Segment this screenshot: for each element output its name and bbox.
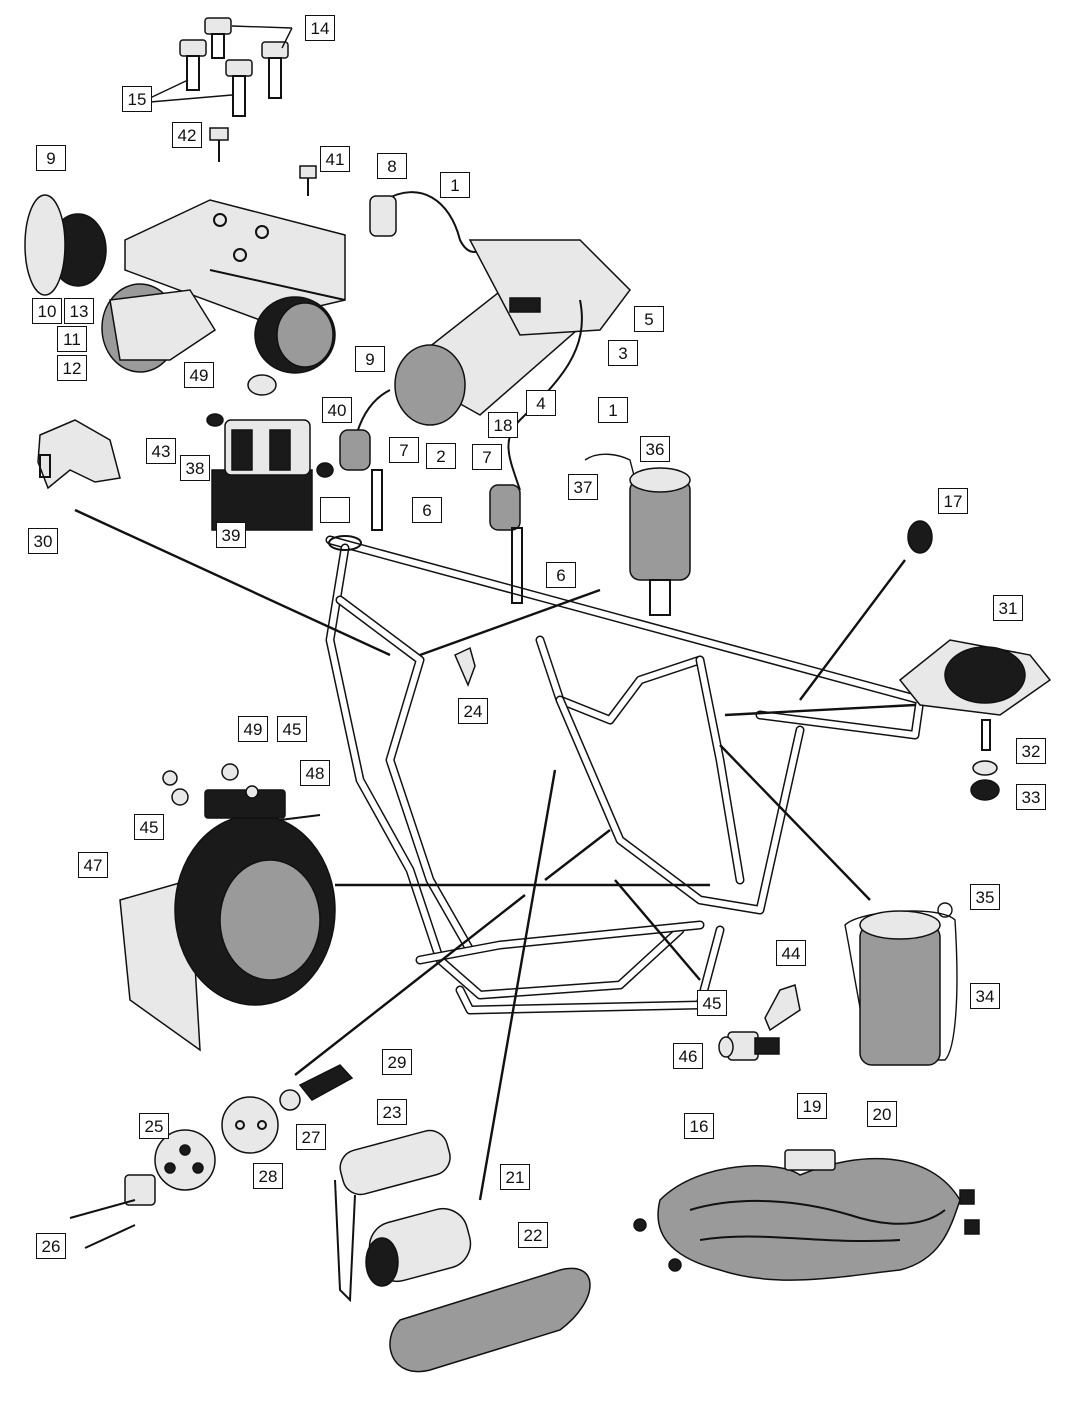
callout-19: 19 bbox=[797, 1093, 827, 1119]
callout-20: 20 bbox=[867, 1101, 897, 1127]
leader-lines bbox=[74, 508, 916, 1201]
callout-18: 18 bbox=[488, 412, 518, 438]
callout-9b: 9 bbox=[355, 346, 385, 372]
callout-7a: 7 bbox=[389, 437, 419, 463]
callout-3: 3 bbox=[608, 340, 638, 366]
ignition-coils bbox=[339, 191, 631, 604]
callout-6a: 6 bbox=[412, 497, 442, 523]
callout-27: 27 bbox=[296, 1124, 326, 1150]
horn bbox=[119, 763, 336, 1052]
callout-7b: 7 bbox=[472, 444, 502, 470]
callout-22: 22 bbox=[518, 1222, 548, 1248]
motorcycle-frame bbox=[325, 535, 925, 1015]
callout-39: 39 bbox=[216, 522, 246, 548]
callout-2: 2 bbox=[426, 443, 456, 469]
callout-4: 4 bbox=[526, 390, 556, 416]
callout-41: 41 bbox=[320, 146, 350, 172]
bracket-30 bbox=[37, 419, 121, 490]
callout-38: 38 bbox=[180, 455, 210, 481]
callout-29: 29 bbox=[382, 1049, 412, 1075]
regulator-assembly bbox=[24, 194, 346, 374]
callout-6b: 6 bbox=[546, 562, 576, 588]
capacitor bbox=[584, 453, 691, 616]
callout-1b: 1 bbox=[598, 397, 628, 423]
callout-35: 35 bbox=[970, 884, 1000, 910]
callout-45c: 45 bbox=[697, 990, 727, 1016]
callout-11: 11 bbox=[57, 326, 87, 352]
callout-37: 37 bbox=[568, 474, 598, 500]
callout-40: 40 bbox=[322, 397, 352, 423]
callout-31: 31 bbox=[993, 595, 1023, 621]
callout-43: 43 bbox=[146, 438, 176, 464]
callout-14: 14 bbox=[305, 15, 335, 41]
lower-left-parts bbox=[69, 1064, 354, 1249]
callout-26: 26 bbox=[36, 1233, 66, 1259]
callout-45b: 45 bbox=[134, 814, 164, 840]
callout-8: 8 bbox=[377, 153, 407, 179]
top-bolts bbox=[149, 17, 293, 117]
callout-52 bbox=[320, 497, 350, 523]
rectifier bbox=[206, 374, 334, 531]
bolt-41 bbox=[299, 165, 317, 196]
callout-34: 34 bbox=[970, 983, 1000, 1009]
clip-24 bbox=[454, 646, 476, 688]
callout-49b: 49 bbox=[238, 716, 268, 742]
callout-32: 32 bbox=[1016, 738, 1046, 764]
bolt-42 bbox=[209, 127, 229, 162]
condenser-pack bbox=[844, 902, 958, 1066]
callout-15: 15 bbox=[122, 86, 152, 112]
callout-44: 44 bbox=[776, 940, 806, 966]
stop-switch bbox=[718, 984, 801, 1061]
callout-24: 24 bbox=[458, 698, 488, 724]
callout-30: 30 bbox=[28, 528, 58, 554]
callout-42: 42 bbox=[172, 122, 202, 148]
callout-47: 47 bbox=[78, 852, 108, 878]
callout-23: 23 bbox=[377, 1099, 407, 1125]
ignition-switch bbox=[334, 1129, 591, 1373]
callout-17: 17 bbox=[938, 488, 968, 514]
switch-31 bbox=[898, 639, 1052, 801]
callout-25: 25 bbox=[139, 1113, 169, 1139]
callout-12: 12 bbox=[57, 355, 87, 381]
callout-1a: 1 bbox=[440, 172, 470, 198]
grommet-17 bbox=[907, 520, 933, 554]
callout-13: 13 bbox=[64, 298, 94, 324]
callout-33: 33 bbox=[1016, 784, 1046, 810]
callout-16: 16 bbox=[684, 1113, 714, 1139]
callout-49a: 49 bbox=[184, 362, 214, 388]
callout-10: 10 bbox=[32, 298, 62, 324]
callout-36: 36 bbox=[640, 436, 670, 462]
callout-5: 5 bbox=[634, 306, 664, 332]
callout-28: 28 bbox=[253, 1163, 283, 1189]
wiring-harness bbox=[633, 1149, 980, 1281]
callout-9a: 9 bbox=[36, 145, 66, 171]
callout-48: 48 bbox=[300, 760, 330, 786]
callout-45a: 45 bbox=[277, 716, 307, 742]
callout-21: 21 bbox=[500, 1164, 530, 1190]
callout-46: 46 bbox=[673, 1043, 703, 1069]
